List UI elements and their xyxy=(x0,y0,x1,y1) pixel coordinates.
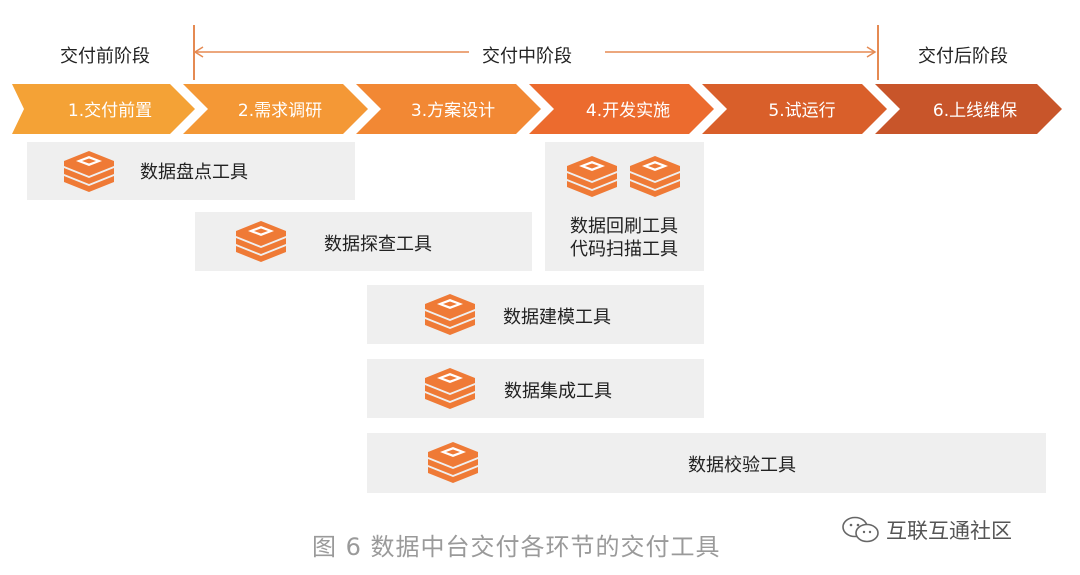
step-chevron-1 xyxy=(12,84,195,134)
layers-stack-icon xyxy=(630,156,680,197)
layers-stack-icon xyxy=(236,221,286,262)
step-chevron-2 xyxy=(183,84,368,134)
layers-stack-icon xyxy=(425,368,475,409)
step-chevron-4 xyxy=(529,84,714,134)
step-label-1: 1.交付前置 xyxy=(67,101,153,121)
layers-stack-icon xyxy=(428,442,478,483)
figure-caption: 图 6 数据中台交付各环节的交付工具 xyxy=(312,533,721,561)
process-chevron-bar xyxy=(12,84,1062,134)
phase-pre-label: 交付前阶段 xyxy=(60,46,150,67)
phase-divider-left xyxy=(193,25,195,80)
step-label-3: 3.方案设计 xyxy=(410,101,496,121)
layers-stack-icon xyxy=(567,156,617,197)
layers-stack-icon xyxy=(64,151,114,192)
layers-stack-icon xyxy=(425,294,475,335)
phase-mid-label: 交付中阶段 xyxy=(482,46,572,67)
watermark-text: 互联互通社区 xyxy=(886,519,1012,543)
tool-label-refresh: 数据回刷工具 xyxy=(570,216,678,237)
step-chevron-5 xyxy=(702,84,887,134)
tool-box-modeling xyxy=(367,285,704,344)
wechat-icon xyxy=(842,516,879,543)
step-chevron-3 xyxy=(356,84,541,134)
tool-label-inventory: 数据盘点工具 xyxy=(140,162,248,183)
step-label-4: 4.开发实施 xyxy=(585,101,671,121)
tool-box-integration xyxy=(367,359,704,418)
step-chevron-6 xyxy=(875,84,1062,134)
tool-label-code-scan: 代码扫描工具 xyxy=(570,239,678,260)
step-label-2: 2.需求调研 xyxy=(237,101,323,121)
phase-post-label: 交付后阶段 xyxy=(918,46,1008,67)
mid-phase-arrow xyxy=(193,46,877,58)
tool-box-validation xyxy=(367,433,1046,493)
tool-label-validation: 数据校验工具 xyxy=(688,455,796,476)
phase-divider-right xyxy=(877,25,879,80)
step-label-6: 6.上线维保 xyxy=(932,101,1018,121)
step-label-5: 5.试运行 xyxy=(768,101,836,121)
tool-box-refresh-scan xyxy=(545,142,704,271)
tool-label-modeling: 数据建模工具 xyxy=(503,307,611,328)
tool-label-integration: 数据集成工具 xyxy=(504,381,612,402)
tool-label-explore: 数据探查工具 xyxy=(324,234,432,255)
